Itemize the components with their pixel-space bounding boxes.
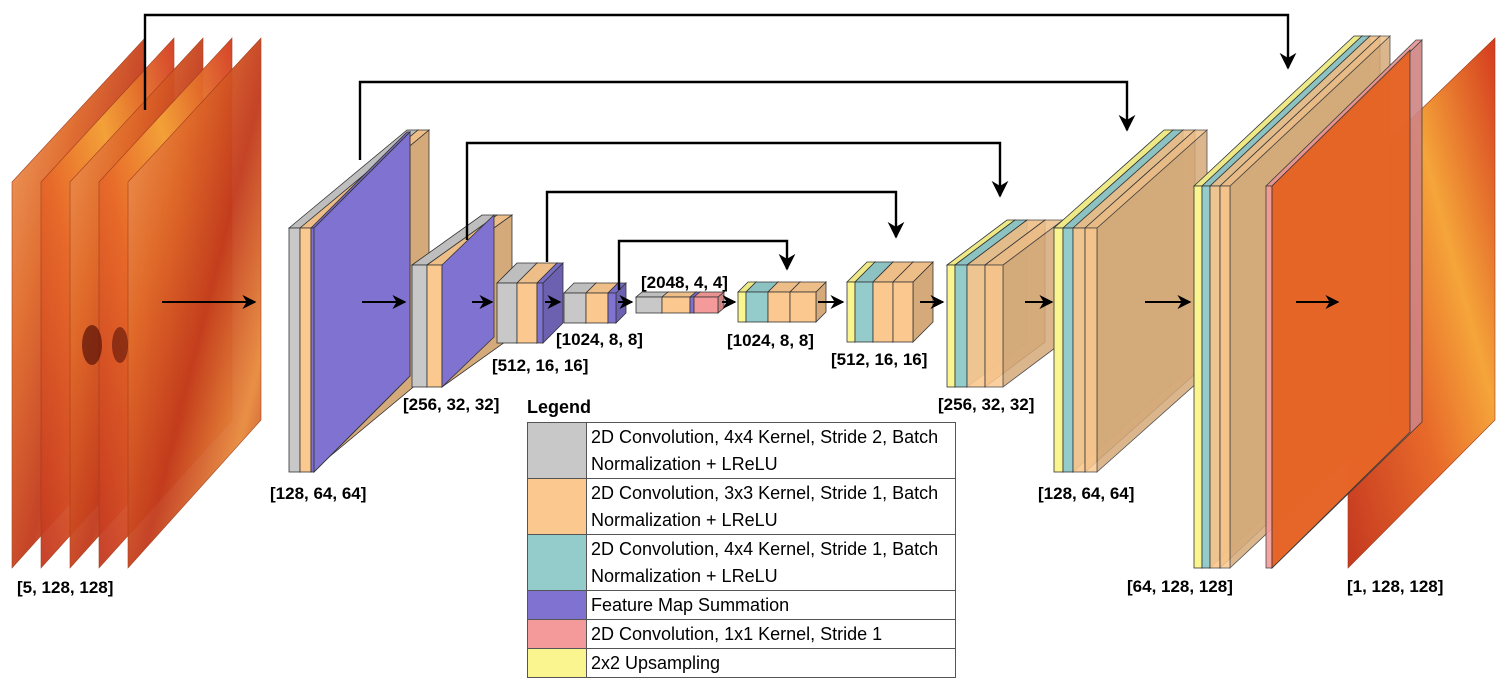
slab-front	[767, 291, 791, 323]
legend-swatch-conv3x3-stride1	[527, 478, 587, 535]
slab-front	[854, 281, 874, 343]
slab-front	[1072, 227, 1086, 473]
input-shape-label: [5, 128, 128]	[17, 578, 114, 597]
slab-front	[745, 291, 769, 323]
legend-text: 2D Convolution, 1x1 Kernel, Stride 1	[586, 619, 956, 649]
slab-front	[661, 296, 691, 314]
slab-front	[1209, 185, 1221, 569]
legend-row: 2x2 Upsampling	[527, 648, 956, 678]
bottleneck-conv1x1	[692, 291, 726, 314]
slab-front	[1084, 227, 1098, 473]
slab-front	[689, 296, 695, 314]
enc3-shape-label: [512, 16, 16]	[492, 356, 589, 375]
legend-title: Legend	[527, 397, 592, 417]
skip-connection-arrow	[358, 80, 1136, 160]
slab-front	[737, 291, 747, 323]
slab-front	[846, 281, 856, 343]
slab-front	[1265, 185, 1273, 569]
slab-front	[954, 264, 968, 388]
skip-connection-arrow	[143, 13, 1297, 110]
legend-swatch-conv4x4-stride1	[527, 534, 587, 591]
slab-front	[1053, 227, 1064, 473]
legend-text: 2D Convolution, 3x3 Kernel, Stride 1, Ba…	[586, 478, 956, 535]
legend-text: 2x2 Upsampling	[586, 648, 956, 678]
enc2-summation-face	[441, 214, 495, 388]
slab-front	[892, 281, 914, 343]
slab-front	[516, 282, 538, 344]
legend-swatch-conv4x4-stride2	[527, 422, 587, 479]
slab-front	[966, 264, 986, 388]
legend-row: 2D Convolution, 4x4 Kernel, Stride 1, Ba…	[527, 534, 956, 591]
dec0-shape-label: [64, 128, 128]	[1127, 577, 1233, 596]
slab-front	[1201, 185, 1211, 569]
bottleneck-shape-label: [2048, 4, 4]	[641, 273, 728, 292]
slab-front	[426, 264, 443, 388]
legend-row: 2D Convolution, 4x4 Kernel, Stride 2, Ba…	[527, 422, 956, 479]
legend-swatch-summation	[527, 590, 587, 620]
legend-text: 2D Convolution, 4x4 Kernel, Stride 1, Ba…	[586, 534, 956, 591]
legend-text: Feature Map Summation	[586, 590, 956, 620]
legend-row: 2D Convolution, 1x1 Kernel, Stride 1	[527, 619, 956, 649]
dec2-shape-label: [256, 32, 32]	[938, 395, 1035, 414]
slab-front	[607, 292, 617, 324]
slab-front	[288, 227, 301, 473]
slab-front	[585, 292, 609, 324]
input-dark-spot	[112, 327, 128, 363]
legend-swatch-upsampling	[527, 648, 587, 678]
legend-row: 2D Convolution, 3x3 Kernel, Stride 1, Ba…	[527, 478, 956, 535]
dec2-conv3x3b	[983, 219, 1065, 388]
slab-front	[789, 291, 817, 323]
slab-front	[635, 296, 663, 314]
enc1-shape-label: [128, 64, 64]	[270, 484, 367, 503]
legend-text: 2D Convolution, 4x4 Kernel, Stride 2, Ba…	[586, 422, 956, 479]
skip-connection-arrow	[545, 190, 905, 262]
slab-front	[563, 292, 587, 324]
enc2-shape-label: [256, 32, 32]	[403, 395, 500, 414]
legend-table: 2D Convolution, 4x4 Kernel, Stride 2, Ba…	[527, 422, 956, 678]
slab-front	[1062, 227, 1074, 473]
dec4-shape-label: [1024, 8, 8]	[727, 331, 814, 350]
slab-front	[946, 264, 956, 388]
slab-front	[411, 264, 428, 388]
slab-front	[496, 282, 518, 344]
slab-front	[536, 282, 544, 344]
legend-row: Feature Map Summation	[527, 590, 956, 620]
slab-front	[872, 281, 894, 343]
dec0-output-face	[1271, 49, 1411, 569]
slab-front	[310, 227, 315, 473]
skip-connection-arrow	[465, 141, 1009, 240]
skip-connection-arrow	[617, 239, 796, 290]
slab-front	[1193, 185, 1203, 569]
slab-front	[984, 264, 1004, 388]
slab-front	[299, 227, 312, 473]
dec3-shape-label: [512, 16, 16]	[831, 350, 928, 369]
dec1-shape-label: [128, 64, 64]	[1038, 484, 1135, 503]
legend-swatch-conv1x1	[527, 619, 587, 649]
slab-front	[693, 296, 719, 314]
enc4-shape-label: [1024, 8, 8]	[556, 330, 643, 349]
output-shape-label: [1, 128, 128]	[1347, 577, 1444, 596]
input-dark-spot	[82, 325, 102, 365]
slab-front	[1219, 185, 1231, 569]
